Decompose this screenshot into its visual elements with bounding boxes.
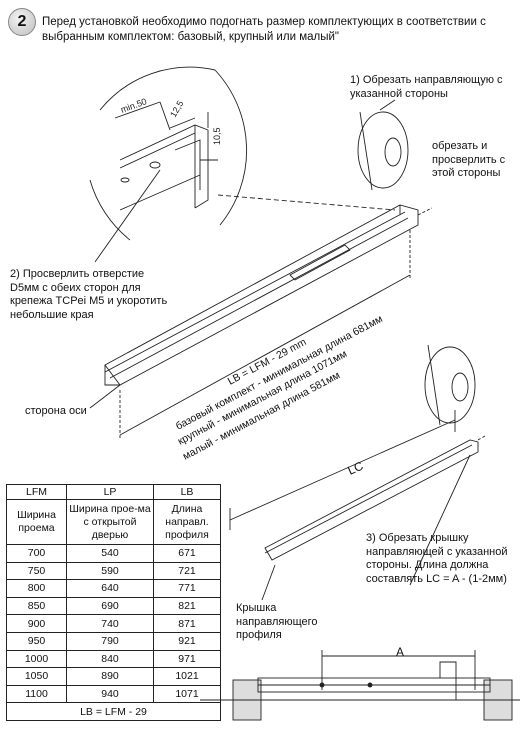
cell: 821: [153, 596, 221, 616]
cell: 850: [6, 596, 67, 616]
cell: 921: [153, 631, 221, 651]
detail-magnifier: [89, 66, 248, 241]
callout-cut-cover: 3) Обрезать крышку направляющей с указан…: [366, 532, 508, 585]
cell: 640: [66, 579, 154, 598]
guide-rail-upper: [104, 204, 433, 386]
cell: 890: [66, 667, 154, 686]
table-footer-formula: LB = LFM - 29: [6, 702, 221, 721]
cell: 940: [66, 684, 154, 704]
cell: 871: [153, 614, 221, 633]
base-kit-length: базовый комплект - минимальная длина 681…: [174, 313, 385, 433]
cell: 671: [153, 544, 221, 563]
lc-dimension-label: LC: [346, 459, 366, 478]
a-dimension-label: A: [396, 645, 404, 659]
installation-section: [200, 650, 520, 721]
callout-drill-hole: 2) Просверлить отверстие D5мм с обеих ст…: [10, 268, 168, 321]
subheader-lb: Длина направл. профиля: [153, 499, 221, 545]
cell: 1100: [6, 684, 67, 704]
cell: 971: [153, 649, 221, 669]
cell: 540: [66, 544, 154, 563]
step-number-badge: 2: [8, 8, 36, 36]
cover-profile: [264, 435, 486, 561]
cell: 900: [6, 614, 67, 633]
cell: 840: [66, 649, 154, 669]
header-lb: LB: [153, 484, 221, 500]
callout-cut-rail: 1) Обрезать направляющую с указанной сто…: [350, 74, 503, 100]
cell: 750: [6, 561, 67, 581]
header-lp: LP: [66, 484, 154, 500]
dim-12-5: 12,5: [168, 99, 185, 119]
cell: 1050: [6, 667, 67, 686]
cell: 800: [6, 579, 67, 598]
header-lfm: LFM: [6, 484, 67, 500]
subheader-lp: Ширина прое-ма с открытой дверью: [66, 499, 154, 545]
cell: 771: [153, 579, 221, 598]
callout-cut-drill: обрезать и просверлить с этой стороны: [432, 140, 506, 179]
callout-cover-profile: Крышка направляющего профиля: [236, 602, 318, 641]
saw-blade-2: [424, 344, 476, 426]
size-table: LFM LP LB Ширина проема Ширина прое-ма с…: [6, 484, 221, 721]
cell: 1071: [153, 684, 221, 704]
saw-blade-1: [357, 111, 409, 191]
dim-10-5: 10,5: [212, 127, 222, 145]
cell: 1000: [6, 649, 67, 669]
cell: 721: [153, 561, 221, 581]
cell: 590: [66, 561, 154, 581]
dim-min50: min.50: [119, 96, 148, 115]
cell: 700: [6, 544, 67, 563]
cell: 790: [66, 631, 154, 651]
cell: 950: [6, 631, 67, 651]
cell: 740: [66, 614, 154, 633]
cell: 1021: [153, 667, 221, 686]
callout-axis-side: сторона оси: [25, 405, 87, 417]
instruction-header: Перед установкой необходимо подогнать ра…: [42, 16, 486, 43]
cell: 690: [66, 596, 154, 616]
subheader-lfm: Ширина проема: [6, 499, 67, 545]
